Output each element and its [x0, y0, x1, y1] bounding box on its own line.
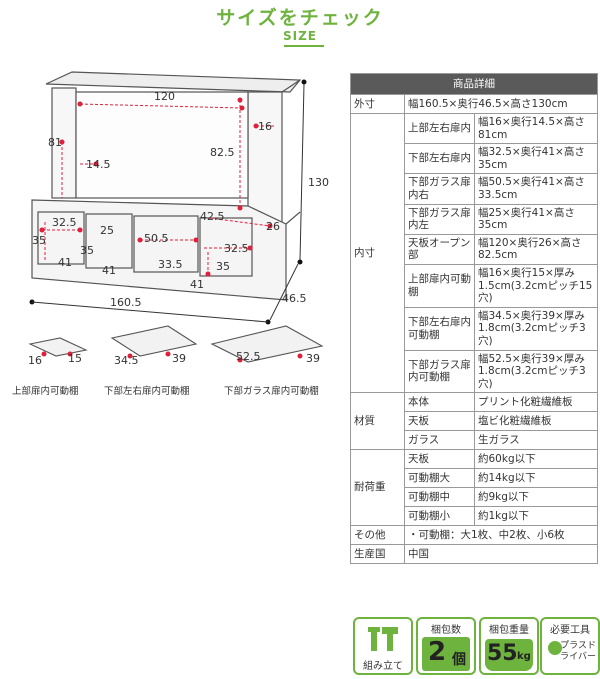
spec-material-row-value: 塩ビ化粧繊維板	[474, 411, 598, 432]
tools-icon	[368, 627, 398, 651]
spec-outer-value: 幅160.5×奥行46.5×高さ130cm	[404, 94, 598, 114]
shelf-small-depth: 15	[68, 352, 82, 365]
box-icon	[422, 637, 470, 671]
section-subtitle: SIZE	[282, 29, 317, 43]
dim-shelf-depth: 42.5	[200, 210, 225, 223]
dim-total-height: 130	[308, 176, 329, 189]
shelf-large-width: 52.5	[236, 350, 261, 363]
spec-other-value: ・可動棚：大1枚、中2枚、小6枚	[404, 525, 598, 546]
spec-inner-row-label: 上部左右扉内	[404, 112, 475, 145]
weight-icon	[485, 639, 533, 671]
shelf-caption-small: 上部扉内可動棚	[12, 386, 79, 397]
spec-origin-label: 生産国	[350, 544, 405, 565]
dim-lower-left-width: 32.5	[52, 216, 77, 229]
package-weight-unit: kg	[517, 651, 531, 662]
spec-material-label: 材質	[350, 392, 405, 451]
shelf-medium-width: 34.5	[114, 354, 139, 367]
dim-open-height: 82.5	[210, 146, 235, 159]
spec-material-row-value: 生ガラス	[474, 430, 598, 451]
spec-other-label: その他	[350, 525, 405, 546]
tools-value: プラスドライバー	[560, 641, 596, 662]
spec-inner-row-label: 下部ガラス扉内左	[404, 203, 475, 235]
dim-right-col-width: 16	[258, 120, 272, 133]
package-count-label: 梱包数	[431, 625, 461, 636]
tools-badge: 必要工具 プラスドライバー	[540, 617, 600, 675]
spec-origin-value: 中国	[404, 544, 598, 565]
dim-top-width: 120	[154, 90, 175, 103]
spec-inner-row-value: 幅52.5×奥行39×厚み1.8cm(3.2cmピッチ3穴)	[474, 349, 598, 394]
subtitle-underline	[284, 45, 324, 47]
dim-lower-right-width: 32.5	[224, 242, 249, 255]
tools-label: 必要工具	[550, 625, 590, 636]
spec-table: 商品詳細 外寸 幅160.5×奥行46.5×高さ130cm 内寸 上部左右扉内 …	[350, 73, 598, 565]
spec-material-row-label: 本体	[404, 392, 475, 413]
spec-material-row-label: ガラス	[404, 430, 475, 451]
spec-outer-label: 外寸	[350, 94, 405, 114]
spec-inner-row-value: 幅34.5×奥行39×厚み1.8cm(3.2cmピッチ3穴)	[474, 306, 598, 351]
assembly-label: 組み立て	[363, 661, 403, 672]
dim-glass-inner: 33.5	[158, 258, 183, 271]
spec-material-row-value: プリント化粧繊維板	[474, 392, 598, 413]
spec-inner-row-label: 天板オープン部	[404, 233, 475, 265]
section-title: サイズをチェック	[216, 7, 384, 29]
package-weight-label: 梱包重量	[489, 625, 529, 636]
dim-left-col-width: 14.5	[86, 158, 111, 171]
spec-heading: 商品詳細	[350, 73, 598, 95]
spec-inner-row-label: 下部ガラス扉内可動棚	[404, 349, 475, 394]
spec-load-row-label: 可動棚大	[404, 468, 475, 489]
package-count-value: 2	[428, 637, 447, 667]
assembly-badge: 組み立て	[353, 617, 413, 675]
spec-inner-row-value: 幅25×奥行41×高さ35cm	[474, 203, 598, 235]
dim-total-depth: 46.5	[282, 292, 307, 305]
spec-load-row-value: 約1kg以下	[474, 506, 598, 527]
shelf-medium-depth: 39	[172, 352, 186, 365]
shelf-caption-large: 下部ガラス扉内可動棚	[224, 386, 319, 397]
package-weight-badge: 梱包重量 55 kg	[479, 617, 539, 675]
spec-load-row-value: 約60kg以下	[474, 449, 598, 470]
furniture-diagram: 120 81 14.5 82.5 16 130 42.5 26 32.5 35 …	[29, 71, 329, 325]
shelf-caption-medium: 下部左右扉内可動棚	[104, 386, 190, 397]
dim-glass-height: 35	[80, 244, 94, 257]
spec-load-row-label: 可動棚小	[404, 506, 475, 527]
spec-load-row-label: 可動棚中	[404, 487, 475, 508]
spec-inner-row-label: 下部左右扉内	[404, 143, 475, 175]
dim-glass-mid: 25	[100, 224, 114, 237]
spec-inner-row-value: 幅120×奥行26×高さ82.5cm	[474, 233, 598, 265]
spec-inner-row-value: 幅50.5×奥行41×高さ33.5cm	[474, 173, 598, 205]
shelf-small-width: 16	[28, 354, 42, 367]
package-count-unit: 個	[452, 652, 466, 668]
spec-load-row-value: 約9kg以下	[474, 487, 598, 508]
dim-lower-right-depth: 41	[190, 278, 204, 291]
dim-lower-right-height: 35	[216, 260, 230, 273]
spec-load-row-label: 天板	[404, 449, 475, 470]
spec-inner-row-value: 幅32.5×奥行41×高さ35cm	[474, 143, 598, 175]
package-weight-value: 55	[487, 641, 518, 666]
screwdriver-icon	[548, 641, 562, 655]
spec-material-row-label: 天板	[404, 411, 475, 432]
spec-inner-row-label: 上部扉内可動棚	[404, 263, 475, 308]
spec-load-label: 耐荷重	[350, 449, 405, 527]
dim-glass-depth: 41	[102, 264, 116, 277]
dim-lower-left-height: 35	[32, 234, 46, 247]
spec-inner-row-value: 幅16×奥行14.5×高さ81cm	[474, 112, 598, 145]
dim-lower-left-depth: 41	[58, 256, 72, 269]
dim-glass-width: 50.5	[144, 232, 169, 245]
spec-inner-row-label: 下部左右扉内可動棚	[404, 306, 475, 351]
dim-total-width: 160.5	[110, 296, 142, 309]
package-count-badge: 梱包数 2 個	[416, 617, 476, 675]
spec-inner-row-value: 幅16×奥行15×厚み1.5cm(3.2cmピッチ15穴)	[474, 263, 598, 308]
dim-left-col-height: 81	[48, 136, 62, 149]
shelf-large-depth: 39	[306, 352, 320, 365]
spec-inner-label: 内寸	[350, 112, 405, 394]
dim-shelf-gap: 26	[266, 220, 280, 233]
spec-load-row-value: 約14kg以下	[474, 468, 598, 489]
spec-inner-row-label: 下部ガラス扉内右	[404, 173, 475, 205]
shelf-diagrams: 16 15 34.5 39 52.5 39	[28, 325, 324, 367]
